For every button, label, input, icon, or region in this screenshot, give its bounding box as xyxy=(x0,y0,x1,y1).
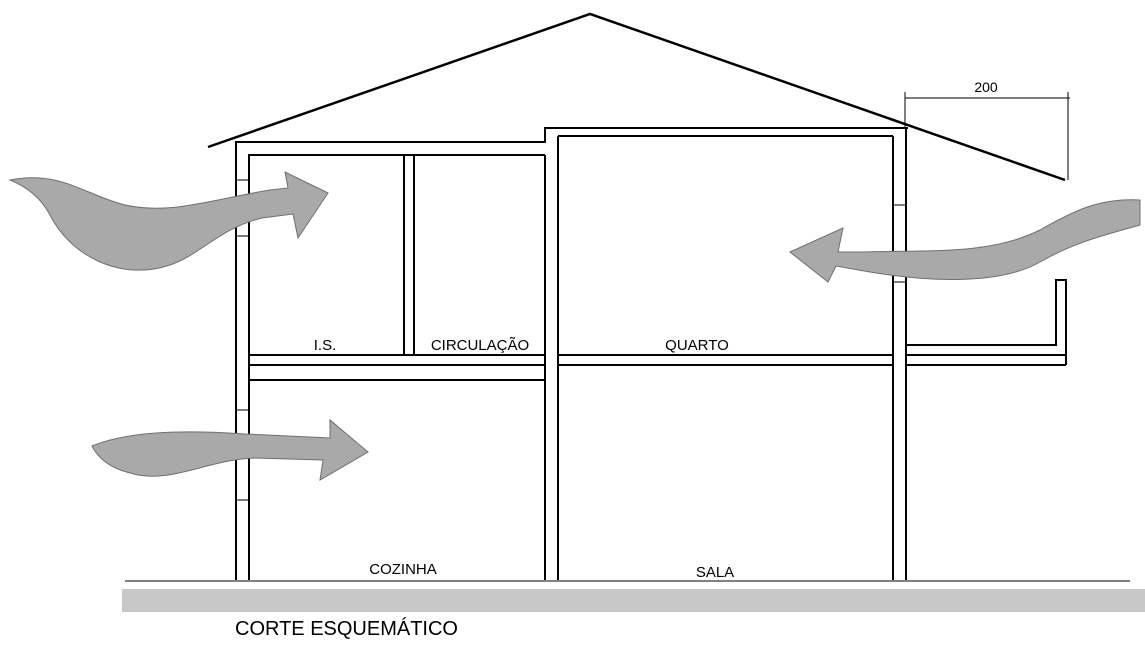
drawing-caption: CORTE ESQUEMÁTICO xyxy=(235,617,458,640)
ground-slab xyxy=(122,589,1145,612)
room-label-circulacao: CIRCULAÇÃO xyxy=(431,337,529,354)
roof-line xyxy=(207,12,1066,182)
room-label-cozinha: COZINHA xyxy=(369,561,437,578)
room-label-is: I.S. xyxy=(314,337,337,354)
room-label-quarto: QUARTO xyxy=(665,337,729,354)
wind-arrow-right xyxy=(789,199,1141,283)
dimension-200 xyxy=(904,92,1070,180)
walls xyxy=(235,127,1067,580)
room-label-sala: SALA xyxy=(696,564,734,581)
wind-arrow-upper-left xyxy=(8,171,329,271)
dimension-label: 200 xyxy=(974,79,998,95)
wind-arrow-lower-left xyxy=(91,418,369,481)
